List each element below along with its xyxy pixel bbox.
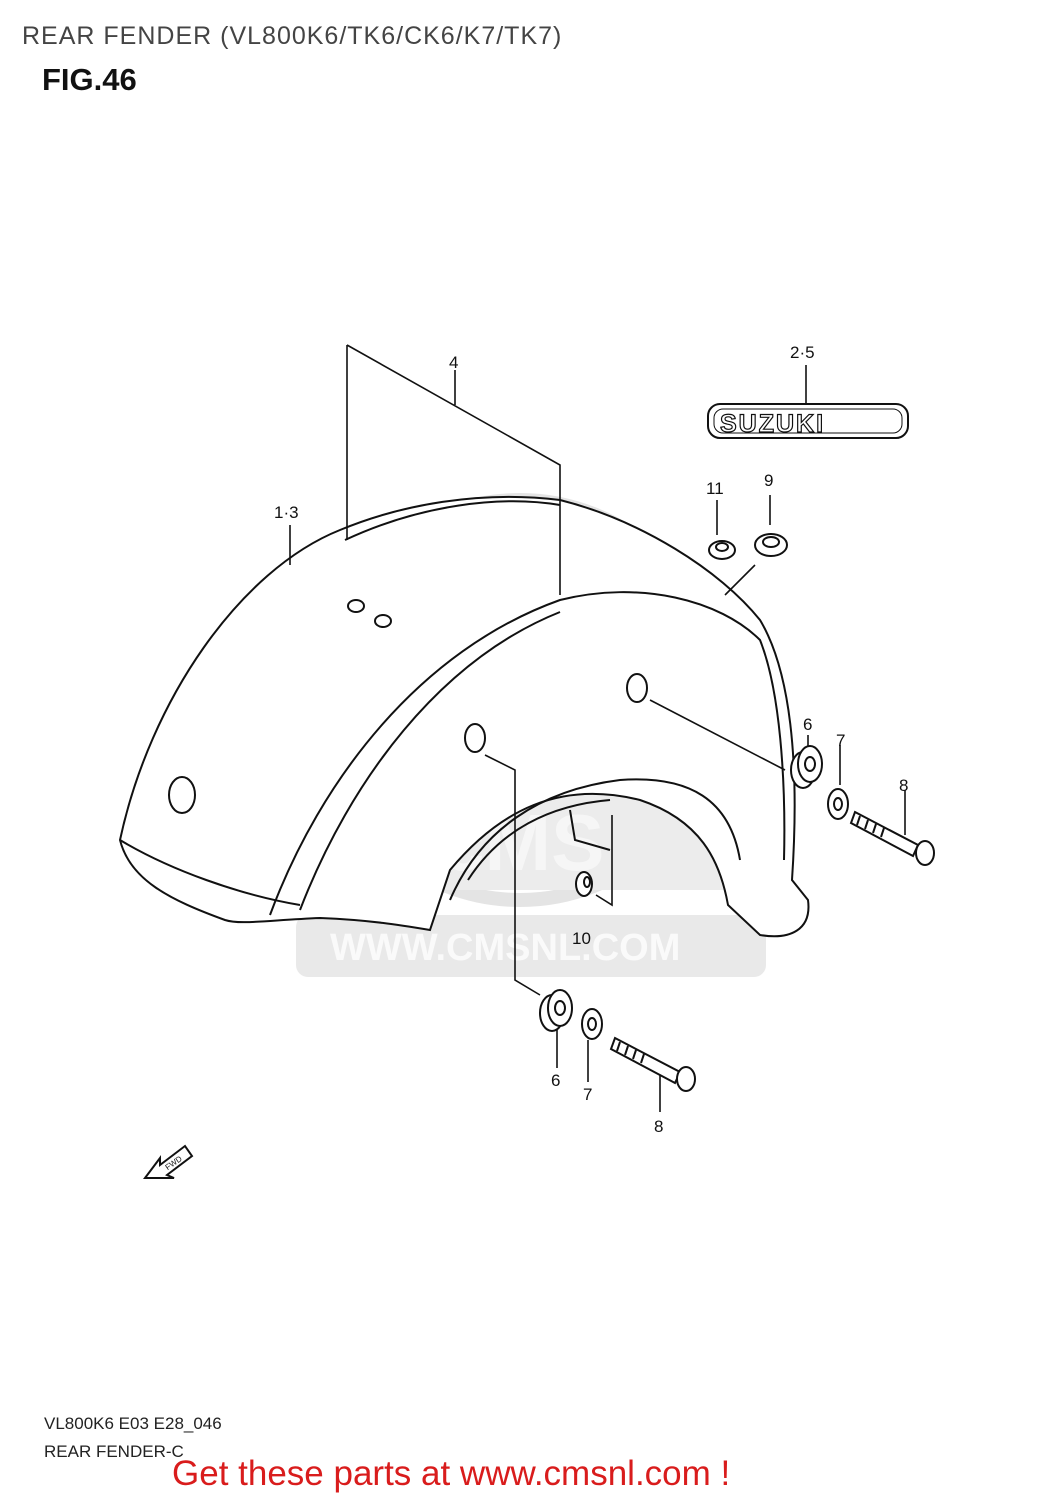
callout-9: 9 [764,471,773,490]
callout-1-3: 1·3 [274,503,299,522]
emblem-text: SUZUKI [720,410,825,438]
leader-left-bolt [484,754,541,996]
forward-arrow-icon: FWD [143,1144,194,1179]
cushion-6-right [790,745,823,789]
figure-label: FIG.46 [42,62,137,97]
nut-10 [575,871,593,897]
promo-link[interactable]: Get these parts at www.cmsnl.com ! [172,1454,731,1493]
callout-2-5: 2·5 [790,343,815,362]
leader-right-bolt [649,699,786,771]
leader-10 [595,815,613,907]
leader-9-fender [724,564,756,596]
callout-4: 4 [449,353,458,372]
bolt-8-left [609,1036,696,1092]
watermark-url: WWW.CMSNL.COM [330,927,680,969]
rear-fender-part [118,495,810,938]
leader-4 [346,344,561,595]
page-title: REAR FENDER (VL800K6/TK6/CK6/K7/TK7) [22,22,563,50]
callout-7-right: 7 [836,731,845,750]
diagram-name: REAR FENDER-C [44,1442,184,1461]
callout-8-left: 8 [654,1117,663,1136]
callout-6-left: 6 [551,1071,560,1090]
washer-7-right [827,788,849,820]
suzuki-emblem: SUZUKI [707,403,909,439]
grommet-9 [754,533,788,557]
leader-lines [289,344,906,1112]
callout-6-right: 6 [803,715,812,734]
bolt-8-right [849,810,935,866]
diagram-code: VL800K6 E03 E28_046 [44,1414,222,1433]
callout-8-right: 8 [899,776,908,795]
callout-11: 11 [706,479,724,498]
callout-10: 10 [572,929,591,948]
washer-7-left [581,1008,603,1040]
callout-7-left: 7 [583,1085,592,1104]
grommet-11 [708,540,736,560]
cushion-6-left [539,989,573,1032]
